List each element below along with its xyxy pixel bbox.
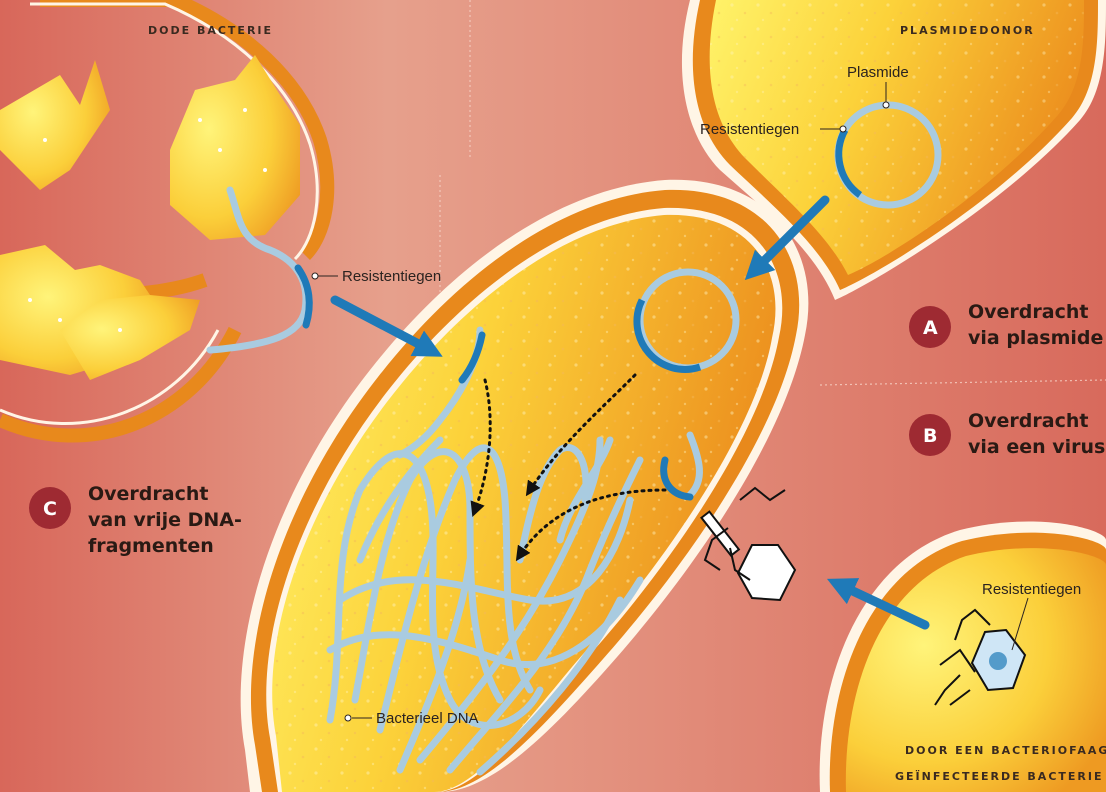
phage-infected-label-line1: DOOR EEN BACTERIOFAAG — [905, 744, 1106, 757]
legend-c-line2: van vrije DNA- — [88, 509, 242, 531]
badge-b-letter: B — [923, 425, 937, 447]
legend-c-line1: Overdracht — [88, 483, 208, 505]
phage-gene-label: Resistentiegen — [982, 581, 1081, 598]
legend-a-line1: Overdracht — [968, 301, 1088, 323]
fragment-gene-label: Resistentiegen — [342, 268, 441, 285]
legend-b-line2: via een virus — [968, 436, 1105, 458]
badge-a-letter: A — [923, 317, 938, 339]
badge-c-letter: C — [43, 498, 57, 520]
plasmid-donor-label: PLASMIDEDONOR — [900, 24, 1035, 37]
plasmid-gene-label: Resistentiegen — [700, 121, 799, 138]
legend-c-line3: fragmenten — [88, 535, 214, 557]
bacterial-dna-label: Bacterieel DNA — [376, 710, 479, 727]
phage-infected-label-line2: GEÏNFECTEERDE BACTERIE — [895, 769, 1103, 783]
legend-b-line1: Overdracht — [968, 410, 1088, 432]
plasmid-label: Plasmide — [847, 64, 909, 81]
dead-bacterium-label: DODE BACTERIE — [148, 24, 273, 37]
legend-a-line2: via plasmide — [968, 327, 1103, 349]
